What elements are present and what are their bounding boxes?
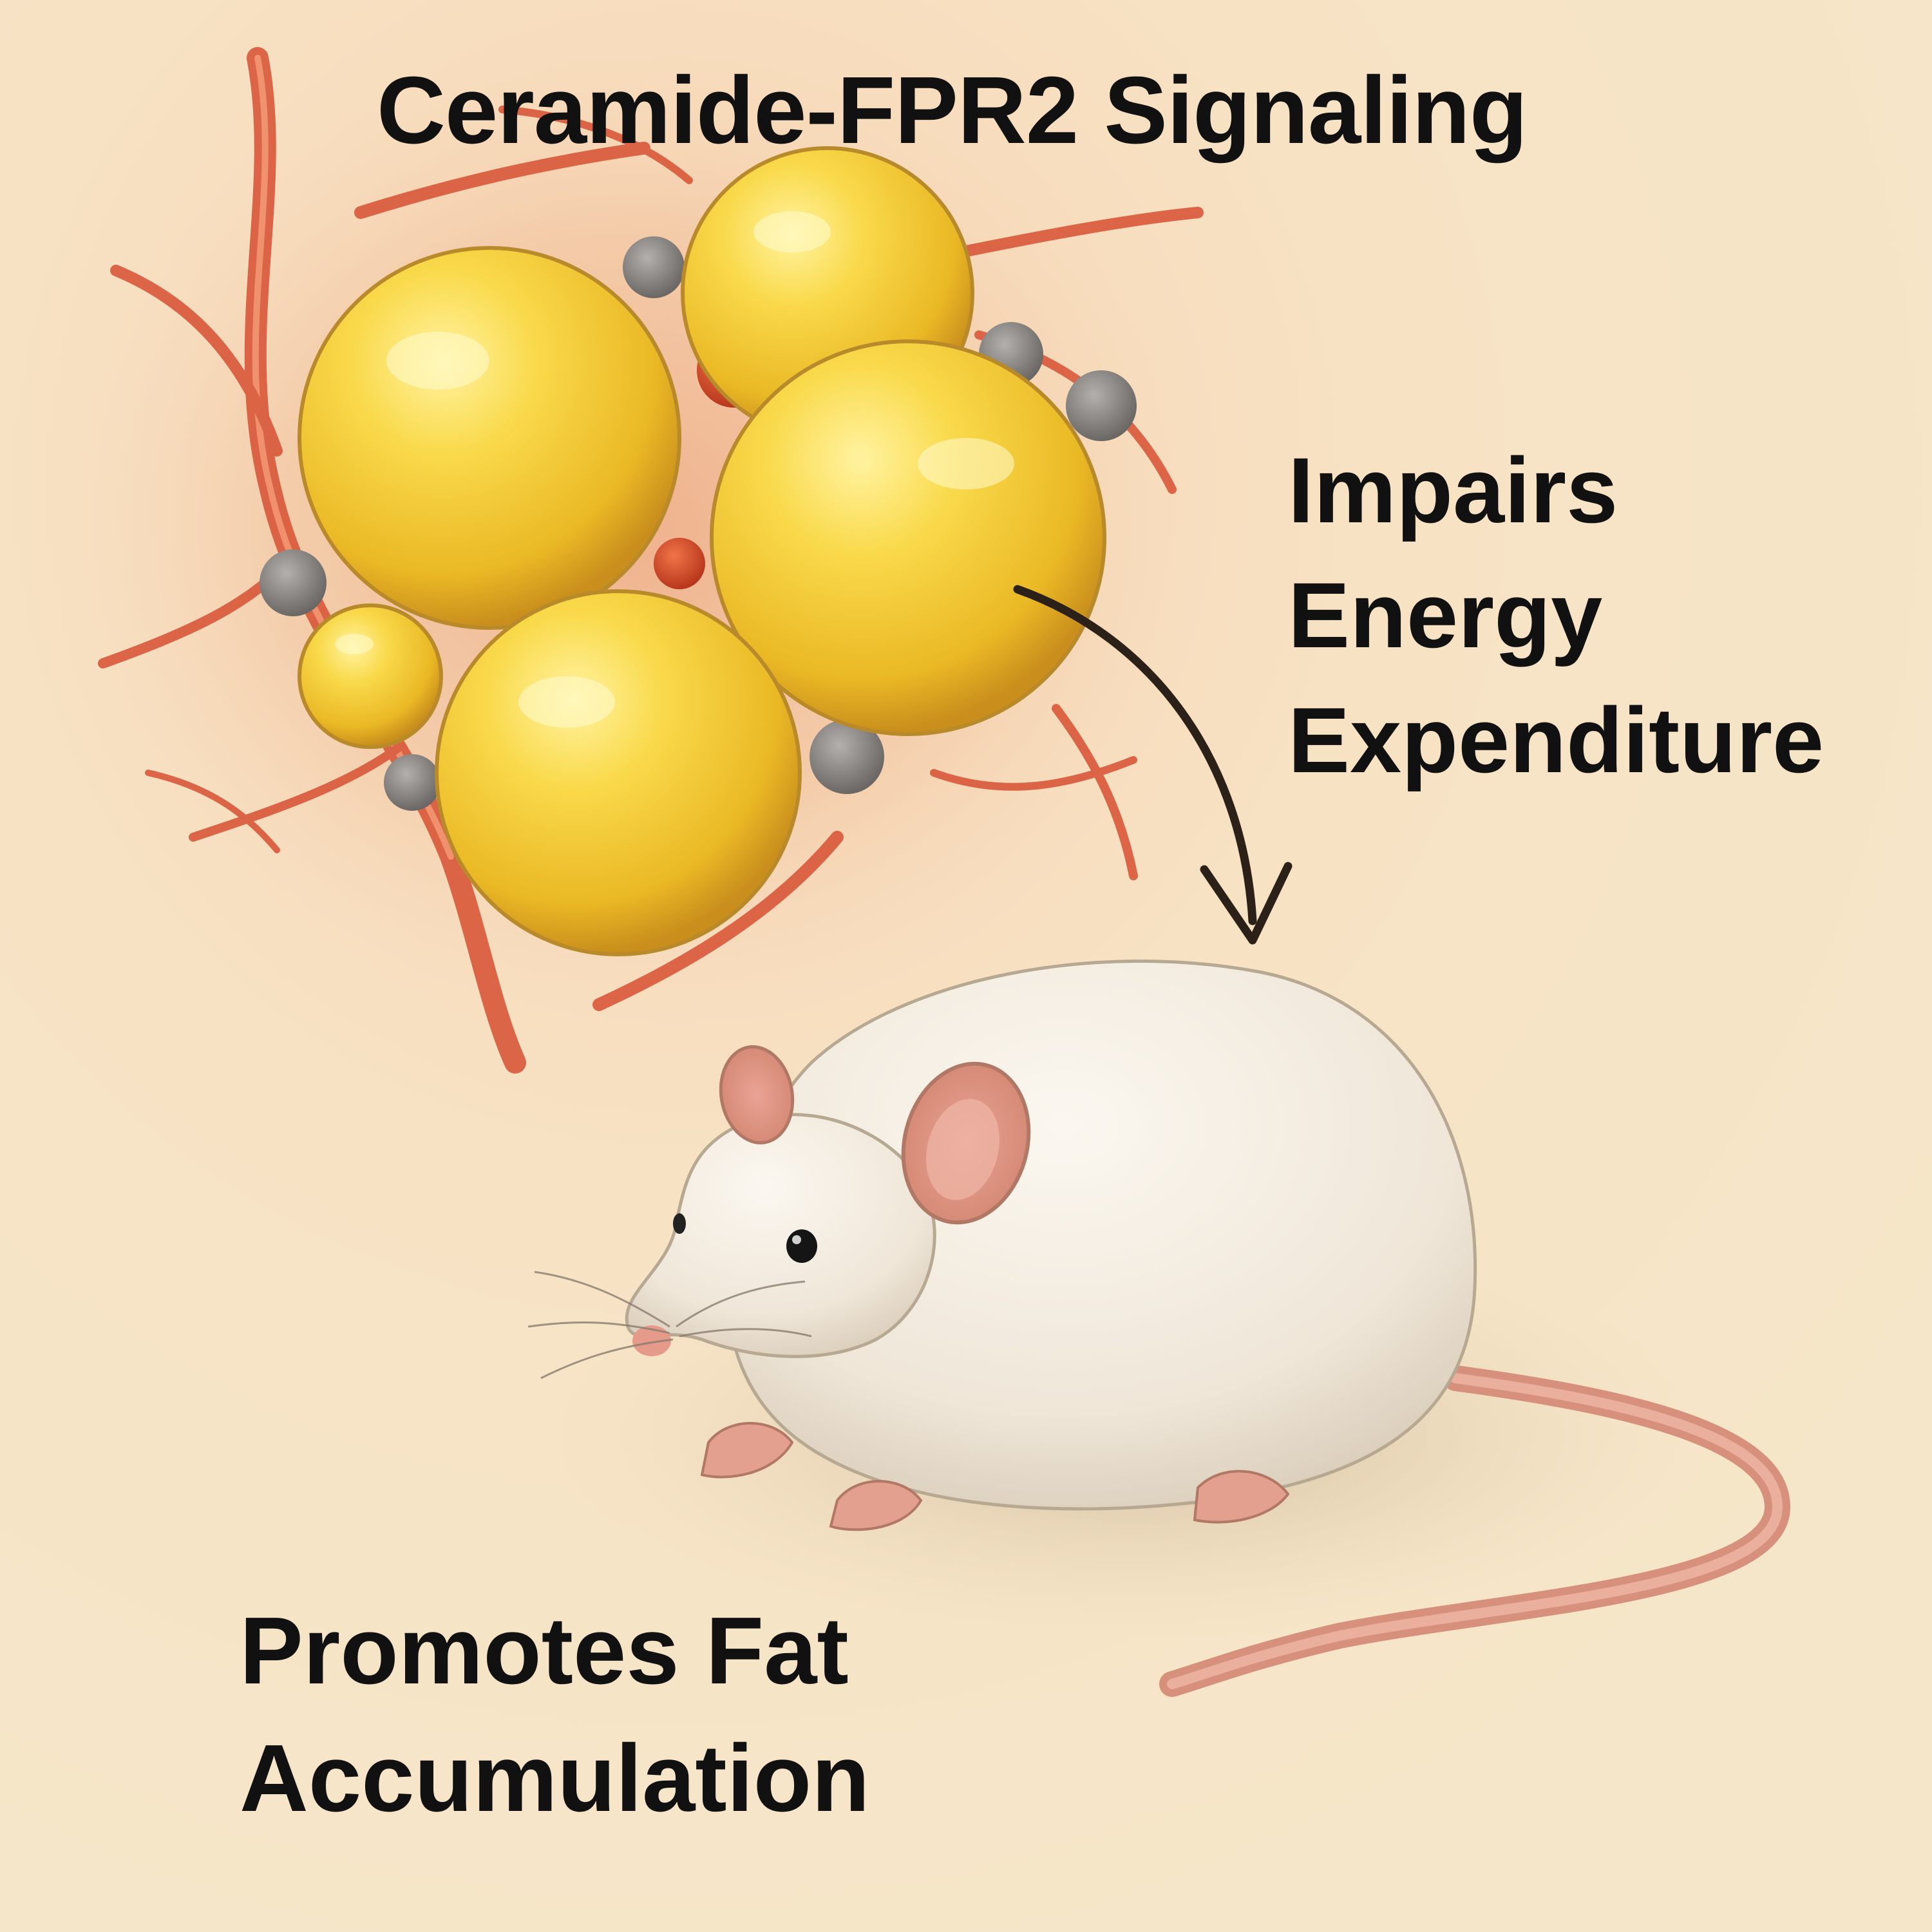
fat-cell — [710, 339, 1106, 736]
outcome-line-2: Accumulation — [240, 1725, 870, 1832]
mouse-whiskers — [527, 1271, 812, 1379]
fat-cell — [298, 246, 681, 630]
gray-cell — [384, 754, 440, 811]
effect-label: Impairs Energy Expenditure — [1288, 444, 1824, 819]
mouse-nose — [632, 1325, 671, 1356]
gray-cell — [810, 719, 884, 794]
effect-line-1: Impairs — [1288, 439, 1618, 542]
fat-cell — [435, 589, 802, 956]
mouse-far-eye — [673, 1213, 686, 1234]
mouse-ears — [719, 1045, 1031, 1225]
red-cell — [654, 538, 705, 589]
stromal-cells — [260, 236, 1137, 811]
fat-highlights — [335, 211, 1014, 728]
gray-cell — [623, 236, 685, 298]
outcome-line-1: Promotes Fat — [240, 1598, 849, 1704]
fat-cell — [298, 603, 443, 749]
effect-arrow — [1013, 585, 1257, 925]
mouse-paws — [700, 1422, 1290, 1531]
effect-line-2: Energy — [1288, 564, 1603, 667]
arrow-head — [1200, 862, 1293, 945]
diagram-title: Ceramide-FPR2 Signaling — [377, 57, 1528, 164]
adipose-tissue-cluster — [52, 39, 1211, 1074]
obese-white-mouse — [527, 960, 1791, 1697]
fat-cells — [298, 146, 1106, 956]
outcome-label: Promotes Fat Accumulation — [240, 1604, 870, 1859]
mouse-head — [625, 1113, 936, 1358]
mouse-eye — [786, 1229, 817, 1263]
gray-cell — [1066, 370, 1137, 441]
effect-line-3: Expenditure — [1288, 688, 1824, 792]
gray-cell — [260, 549, 327, 616]
